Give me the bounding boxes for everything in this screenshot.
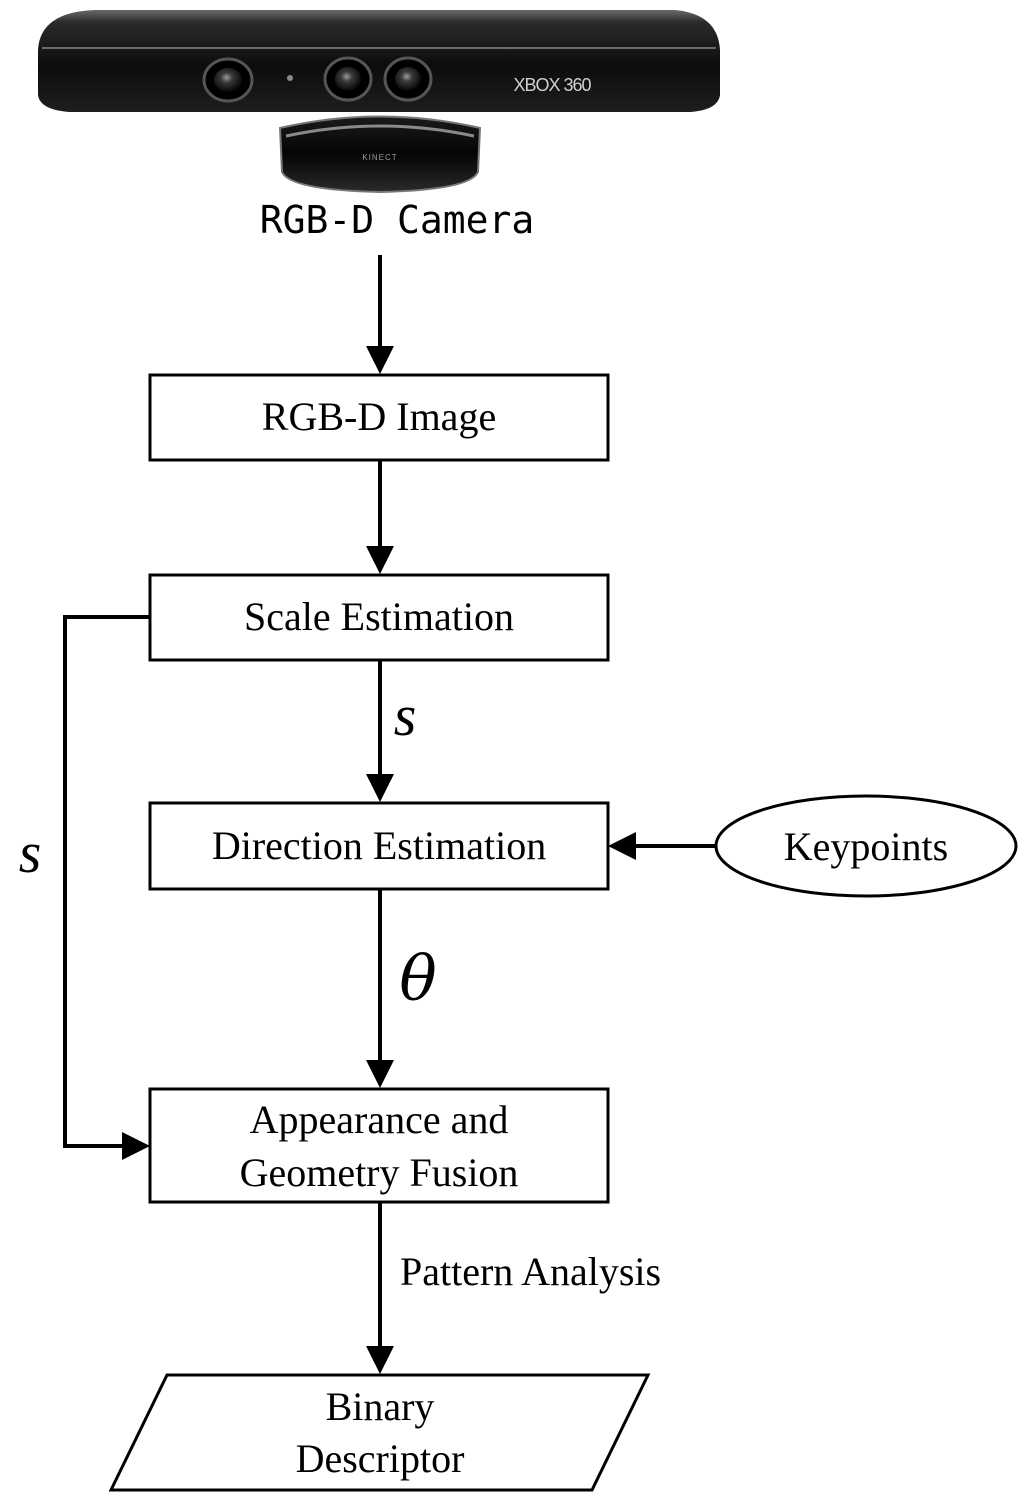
- arrowhead-scale-to-direction: [366, 774, 394, 802]
- node-scale-estimation: Scale Estimation: [148, 573, 610, 662]
- kinect-base-text: KINECT: [362, 153, 397, 162]
- node-appearance-geometry-fusion: Appearance and Geometry Fusion: [148, 1087, 610, 1204]
- arrowhead-camera-to-image: [366, 346, 394, 374]
- node-rgbd-image: RGB-D Image: [148, 373, 610, 462]
- svg-text:Descriptor: Descriptor: [296, 1436, 465, 1481]
- svg-text:Binary: Binary: [326, 1384, 435, 1429]
- node-binary-descriptor: Binary Descriptor: [108, 1373, 651, 1492]
- kinect-rgb-lens-icon: [323, 56, 373, 102]
- svg-text:Geometry Fusion: Geometry Fusion: [240, 1150, 519, 1195]
- arrowhead-image-to-scale: [366, 546, 394, 574]
- kinect-ir-emitter-icon: [202, 57, 254, 103]
- svg-text:Direction Estimation: Direction Estimation: [212, 823, 546, 868]
- svg-text:Scale Estimation: Scale Estimation: [244, 594, 514, 639]
- label-s-scale-to-fusion: s: [19, 820, 42, 885]
- kinect-bar: [38, 10, 720, 112]
- arrowhead-fusion-to-descriptor: [366, 1346, 394, 1374]
- arrowhead-direction-to-fusion: [366, 1060, 394, 1088]
- svg-text:RGB-D Image: RGB-D Image: [262, 394, 496, 439]
- svg-text:Keypoints: Keypoints: [784, 824, 948, 869]
- kinect-depth-lens-icon: [383, 56, 433, 102]
- arrowhead-scale-to-fusion: [122, 1132, 150, 1160]
- label-theta-direction-to-fusion: θ: [399, 942, 436, 1015]
- node-keypoints: Keypoints: [714, 794, 1018, 898]
- label-s-scale-to-direction: s: [394, 683, 417, 748]
- node-direction-estimation: Direction Estimation: [148, 801, 610, 891]
- kinect-brand-text: XBOX 360: [513, 75, 591, 95]
- label-pattern-analysis: Pattern Analysis: [400, 1249, 661, 1294]
- svg-text:Appearance and: Appearance and: [250, 1097, 509, 1142]
- kinect-led-icon: [287, 75, 293, 81]
- kinect-camera-image: KINECT XBOX 360: [38, 10, 720, 194]
- kinect-base: [278, 115, 482, 194]
- kinect-base-highlight: [285, 124, 475, 138]
- camera-label: RGB-D Camera: [260, 198, 535, 242]
- arrow-scale-to-fusion: [63, 615, 150, 1148]
- arrowhead-keypoints-to-direction: [608, 832, 636, 860]
